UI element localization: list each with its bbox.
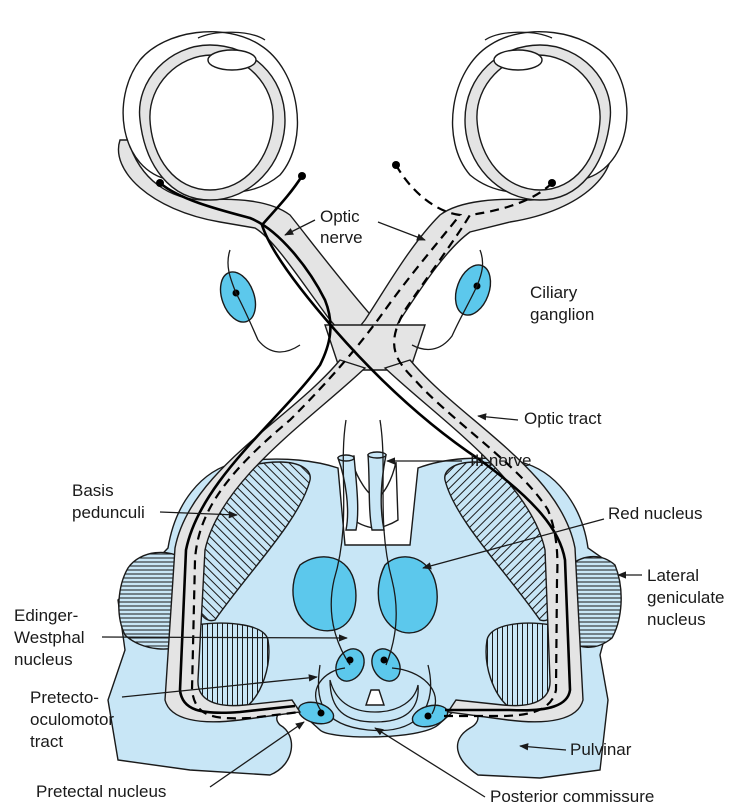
label-red-nucleus: Red nucleus	[608, 504, 703, 523]
label-edinger-westphal-line3: nucleus	[14, 650, 73, 669]
label-optic-nerve-line2: nerve	[320, 228, 363, 247]
label-basis-pedunculi-line1: Basis	[72, 481, 114, 500]
red-nucleus-left	[293, 557, 356, 631]
label-pulvinar: Pulvinar	[570, 740, 632, 759]
label-lgn-line2: geniculate	[647, 588, 725, 607]
label-edinger-westphal-line1: Edinger-	[14, 606, 78, 625]
label-iii-nerve: III nerve	[470, 451, 531, 470]
label-pretecto-line1: Pretecto-	[30, 688, 99, 707]
label-pretectal-nucleus: Pretectal nucleus	[36, 782, 166, 801]
label-pretecto-line3: tract	[30, 732, 63, 751]
label-optic-tract: Optic tract	[524, 409, 602, 428]
label-ciliary-ganglion-line1: Ciliary	[530, 283, 578, 302]
pointer-optic-tract	[478, 416, 518, 420]
pointer-optic-nerve-right	[378, 222, 425, 240]
label-posterior-commissure: Posterior commissure	[490, 787, 654, 806]
label-lgn-line1: Lateral	[647, 566, 699, 585]
lens-left	[208, 50, 256, 70]
label-lgn-line3: nucleus	[647, 610, 706, 629]
label-optic-nerve-line1: Optic	[320, 207, 360, 226]
eye-left	[123, 32, 297, 200]
lens-right	[494, 50, 542, 70]
label-edinger-westphal-line2: Westphal	[14, 628, 85, 647]
label-pretecto-line2: oculomotor	[30, 710, 114, 729]
ciliary-ganglion-right	[449, 260, 497, 320]
label-basis-pedunculi-line2: pedunculi	[72, 503, 145, 522]
label-ciliary-ganglion-line2: ganglion	[530, 305, 594, 324]
red-nucleus-right	[378, 557, 437, 633]
oculomotor-nerve-left-end	[338, 455, 354, 461]
